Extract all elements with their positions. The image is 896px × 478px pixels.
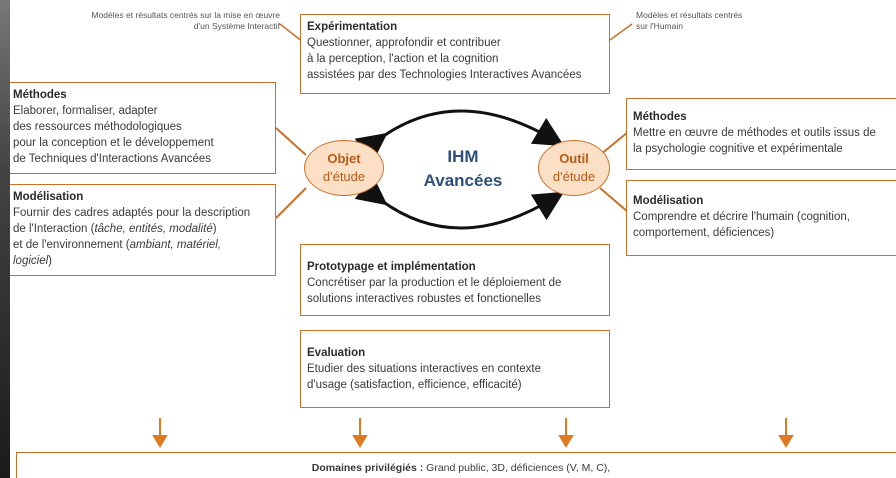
- right-methodes-line: Mettre en œuvre de méthodes et outils is…: [633, 127, 876, 139]
- prototypage-line: Concrétiser par la production et le dépl…: [307, 277, 562, 289]
- experimentation-box: Expérimentation Questionner, approfondir…: [300, 14, 610, 94]
- line2-italic: tâche, entités, modalité: [94, 223, 213, 235]
- center-title-line-2: Avancées: [423, 171, 503, 190]
- left-note: Modèles et résultats centrés sur la mise…: [91, 10, 281, 31]
- top-bidirectional-arrow: [354, 109, 565, 163]
- left-methodes-line: Elaborer, formaliser, adapter: [13, 105, 158, 117]
- connector-outil-modelisation: [599, 187, 629, 213]
- line2-suffix: ): [212, 223, 217, 235]
- right-note-pointer: [609, 23, 633, 41]
- prototypage-title: Prototypage et implémentation: [307, 261, 476, 273]
- experimentation-line: à la perception, l'action et la cognitio…: [307, 53, 499, 65]
- left-note-pointer: [279, 23, 304, 43]
- down-arrow-2-head: [352, 435, 368, 448]
- line3-prefix: et de l'environnement (: [13, 239, 130, 251]
- prototypage-box: Prototypage et implémentation Concrétise…: [300, 244, 610, 316]
- left-methodes-line: de Techniques d'Interactions Avancées: [13, 153, 212, 165]
- domaines-label: Domaines privilégiés :: [311, 462, 424, 474]
- connector-outil-methodes: [599, 131, 629, 156]
- line4-italic: logiciel: [13, 255, 49, 267]
- right-methodes-box: Méthodes Mettre en œuvre de méthodes et …: [626, 98, 896, 170]
- left-methodes-box: Méthodes Elaborer, formaliser, adapter d…: [10, 82, 276, 174]
- experimentation-title: Expérimentation: [307, 21, 398, 33]
- right-methodes-line: la psychologie cognitive et expérimental…: [633, 143, 843, 155]
- connector-modelisation-objet: [275, 187, 307, 219]
- down-arrows: [152, 418, 794, 448]
- connector-methodes-objet: [275, 127, 307, 156]
- diagram-canvas: Modèles et résultats centrés sur la mise…: [10, 0, 896, 478]
- evaluation-box: Evaluation Etudier des situations intera…: [300, 330, 610, 408]
- left-edge-decoration: [0, 0, 10, 478]
- right-note: Modèles et résultats centrés sur l'Humai…: [636, 10, 743, 31]
- right-modelisation-box: Modélisation Comprendre et décrire l'hum…: [626, 180, 896, 256]
- right-methodes-title: Méthodes: [633, 111, 687, 123]
- domaines-text: Grand public, 3D, déficiences (V, M, C),: [423, 462, 611, 474]
- line4-suffix: ): [48, 255, 53, 267]
- objet-line-2: d'étude: [322, 169, 366, 184]
- down-arrow-3-head: [558, 435, 574, 448]
- line3-italic: ambiant, matériel,: [129, 239, 222, 251]
- prototypage-line: solutions interactives robustes et fonct…: [307, 293, 541, 305]
- outil-etude-ellipse: Outil d'étude: [538, 140, 610, 196]
- domaines-box: Domaines privilégiés : Grand public, 3D,…: [16, 452, 896, 478]
- left-modelisation-title: Modélisation: [13, 191, 84, 203]
- objet-line-1: Objet: [327, 151, 361, 166]
- left-modelisation-line-3: et de l'environnement (ambiant, matériel…: [13, 237, 269, 253]
- right-modelisation-line: Comprendre et décrire l'humain (cognitio…: [633, 211, 850, 223]
- evaluation-line: Etudier des situations interactives en c…: [307, 363, 541, 375]
- outil-line-2: d'étude: [552, 169, 596, 184]
- evaluation-line: d'usage (satisfaction, efficience, effic…: [307, 379, 522, 391]
- experimentation-line: Questionner, approfondir et contribuer: [307, 37, 501, 49]
- evaluation-title: Evaluation: [307, 347, 366, 359]
- left-modelisation-line-4: logiciel): [13, 253, 269, 269]
- right-modelisation-title: Modélisation: [633, 195, 704, 207]
- connectors: [152, 23, 794, 448]
- line2-prefix: de l'Interaction (: [13, 223, 95, 235]
- down-arrow-4-head: [778, 435, 794, 448]
- left-methodes-line: des ressources méthodologiques: [13, 121, 182, 133]
- center-title: IHM Avancées: [408, 145, 518, 193]
- left-modelisation-box: Modélisation Fournir des cadres adaptés …: [10, 184, 276, 276]
- outil-line-1: Outil: [559, 151, 589, 166]
- right-modelisation-line: comportement, déficiences): [633, 227, 775, 239]
- left-modelisation-line-1: Fournir des cadres adaptés pour la descr…: [13, 207, 251, 219]
- bottom-bidirectional-arrow: [354, 175, 565, 230]
- down-arrow-1-head: [152, 435, 168, 448]
- left-modelisation-line-2: de l'Interaction (tâche, entités, modali…: [13, 221, 269, 237]
- left-methodes-line: pour la conception et le développement: [13, 137, 214, 149]
- experimentation-line: assistées par des Technologies Interacti…: [307, 69, 582, 81]
- objet-etude-ellipse: Objet d'étude: [304, 140, 384, 196]
- left-methodes-title: Méthodes: [13, 89, 67, 101]
- center-title-line-1: IHM: [447, 147, 479, 166]
